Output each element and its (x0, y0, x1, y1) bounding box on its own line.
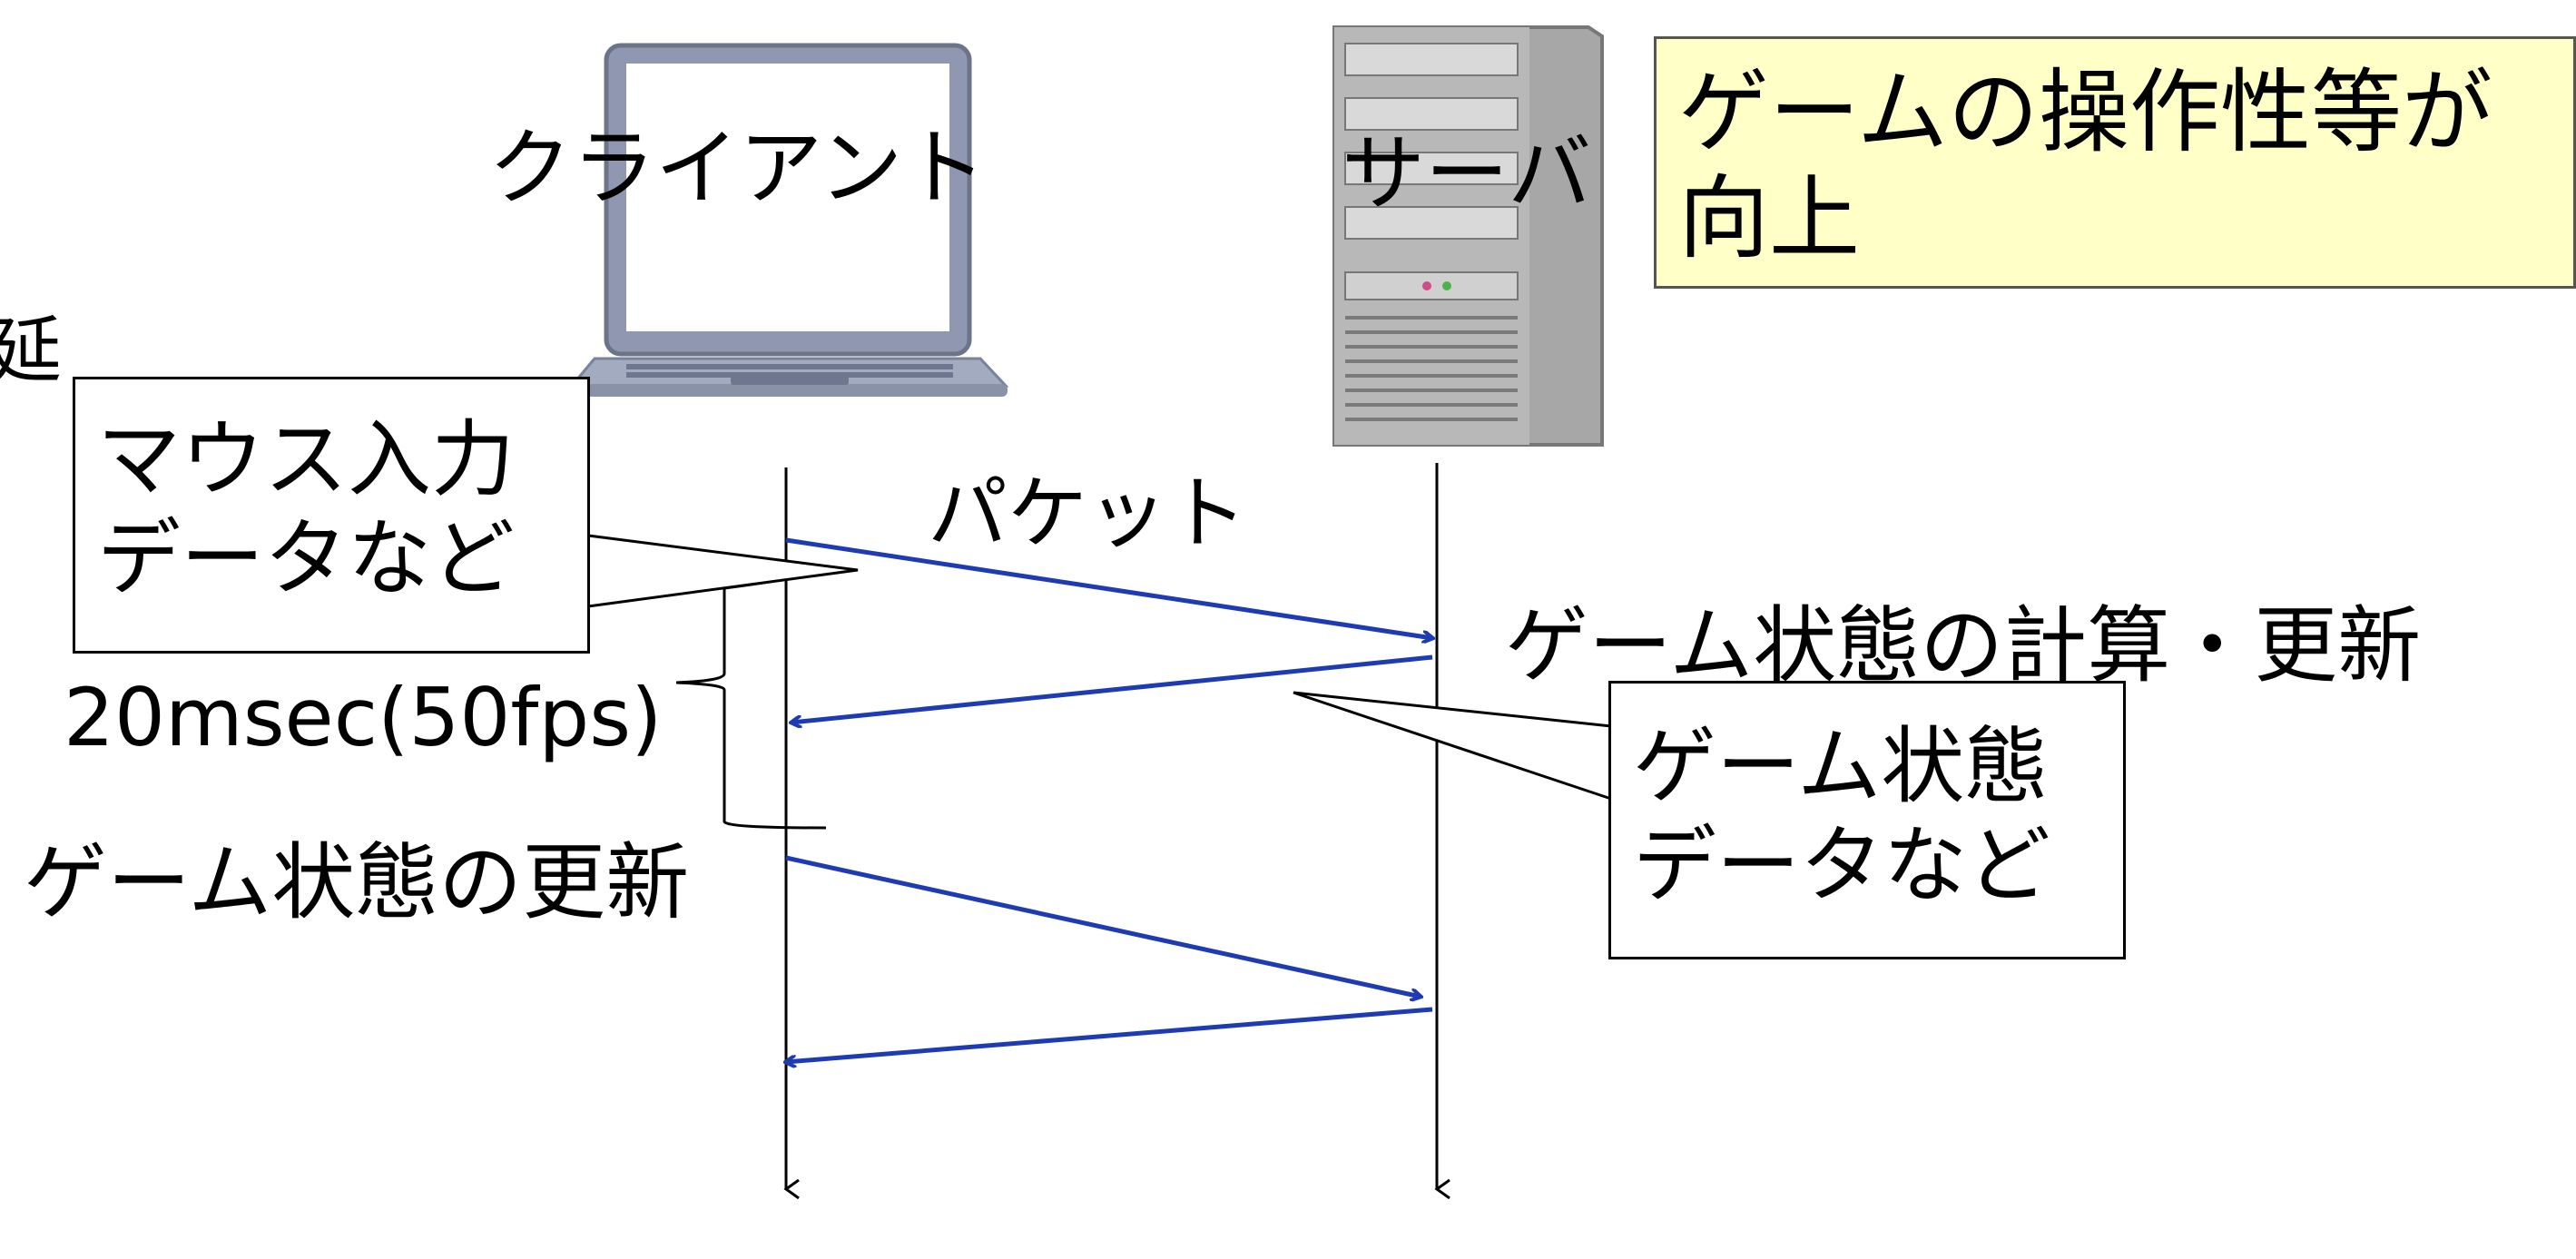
client-label: クライアント (488, 120, 987, 217)
message-arrow-4 (786, 1007, 1433, 1062)
game-state-line-2: データなど (1633, 817, 2051, 914)
message-arrow-2 (791, 654, 1433, 723)
note-line-1: ゲームの操作性等が (1678, 59, 2492, 165)
mouse-input-callout-tail (587, 534, 859, 608)
laptop-icon (568, 43, 1009, 397)
message-arrow-1 (785, 537, 1432, 638)
packet-label: パケット (928, 467, 1248, 560)
client-update-label: ゲーム状態の更新 (24, 834, 690, 931)
mouse-input-line-2: データなど (97, 510, 516, 607)
left-edge-fragment: 延 (0, 309, 62, 393)
mouse-input-callout: マウス入力 データなど (73, 377, 590, 654)
interval-label: 20msec(50fps) (64, 671, 663, 764)
note-text: ゲームの操作性等が 向上 (1678, 59, 2492, 271)
server-label: サーバ (1342, 125, 1592, 222)
note-box: ゲームの操作性等が 向上 (1654, 36, 2576, 289)
game-state-line-1: ゲーム状態 (1633, 718, 2049, 815)
game-state-callout-tail (1293, 691, 1612, 801)
mouse-input-line-1: マウス入力 (97, 411, 516, 508)
server-update-label: ゲーム状態の計算・更新 (1505, 597, 2422, 694)
message-arrow-3 (785, 855, 1421, 997)
server-tower-icon (1332, 25, 1604, 447)
note-line-2: 向上 (1678, 165, 1860, 271)
game-state-callout: ゲーム状態 データなど (1608, 681, 2126, 959)
interval-brace (675, 570, 827, 830)
